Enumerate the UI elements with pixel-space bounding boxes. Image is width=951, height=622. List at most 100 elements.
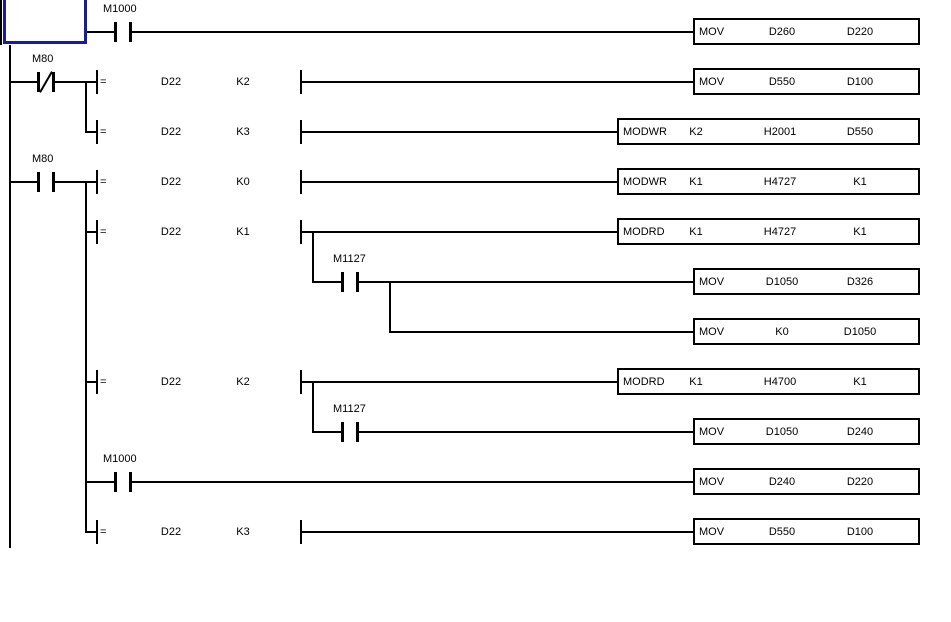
wire bbox=[85, 131, 97, 133]
compare-contact[interactable]: = D22 K3 bbox=[96, 520, 304, 544]
instruction-box-mov[interactable]: MOV D1050 D326 bbox=[693, 268, 920, 295]
instruction-name: MOV bbox=[699, 275, 725, 288]
wire bbox=[86, 481, 114, 483]
wire bbox=[389, 331, 693, 333]
instruction-box-mov[interactable]: MOV D550 D100 bbox=[693, 518, 920, 545]
wire bbox=[302, 531, 693, 533]
compare-operator: = bbox=[100, 76, 107, 88]
operand: K1 bbox=[689, 225, 703, 238]
compare-operand2: K2 bbox=[236, 376, 250, 388]
instruction-box-mov[interactable]: MOV D260 D220 bbox=[693, 18, 920, 45]
branch-wire bbox=[389, 281, 391, 333]
operand: D1050 bbox=[843, 325, 877, 338]
wire bbox=[302, 231, 617, 233]
contact-bar bbox=[129, 472, 132, 492]
compare-tick bbox=[96, 220, 98, 244]
instruction-name: MOV bbox=[699, 325, 725, 338]
contact-label: M80 bbox=[32, 53, 54, 65]
wire bbox=[85, 381, 97, 383]
wire bbox=[131, 481, 693, 483]
contact-bar bbox=[114, 472, 117, 492]
branch-wire bbox=[85, 181, 87, 533]
operand: D326 bbox=[846, 275, 874, 288]
instruction-box-mov[interactable]: MOV D1050 D240 bbox=[693, 418, 920, 445]
no-contact-m1000[interactable] bbox=[114, 22, 132, 42]
instruction-box-mov[interactable]: MOV D240 D220 bbox=[693, 468, 920, 495]
operand: D100 bbox=[846, 75, 874, 88]
operand: D220 bbox=[846, 475, 874, 488]
instruction-box-mov[interactable]: MOV K0 D1050 bbox=[693, 318, 920, 345]
contact-label: M80 bbox=[32, 153, 54, 165]
operand: D550 bbox=[846, 125, 874, 138]
compare-operand2: K1 bbox=[236, 226, 250, 238]
compare-tick bbox=[300, 370, 302, 394]
compare-operand1: D22 bbox=[160, 526, 182, 538]
operand: H2001 bbox=[763, 125, 797, 138]
contact-bar bbox=[37, 172, 40, 192]
compare-tick bbox=[96, 370, 98, 394]
operand: K1 bbox=[689, 175, 703, 188]
operand: D240 bbox=[846, 425, 874, 438]
contact-bar bbox=[356, 422, 359, 442]
contact-label: M1127 bbox=[333, 253, 366, 265]
compare-contact[interactable]: = D22 K3 bbox=[96, 120, 304, 144]
instruction-name: MODWR bbox=[623, 125, 667, 138]
no-contact-m1127[interactable] bbox=[341, 272, 359, 292]
compare-operand1: D22 bbox=[160, 176, 182, 188]
operand: K1 bbox=[853, 175, 867, 188]
compare-tick bbox=[96, 170, 98, 194]
wire bbox=[302, 381, 617, 383]
compare-tick bbox=[300, 220, 302, 244]
operand: K0 bbox=[775, 325, 789, 338]
contact-bar bbox=[129, 22, 132, 42]
operand: K1 bbox=[853, 225, 867, 238]
selection-cursor[interactable] bbox=[3, 0, 87, 44]
no-contact-m1127[interactable] bbox=[341, 422, 359, 442]
branch-wire bbox=[85, 81, 87, 133]
compare-tick bbox=[96, 120, 98, 144]
compare-operand1: D22 bbox=[160, 226, 182, 238]
compare-contact[interactable]: = D22 K1 bbox=[96, 220, 304, 244]
operand: D240 bbox=[768, 475, 796, 488]
contact-label: M1000 bbox=[103, 453, 137, 465]
compare-contact[interactable]: = D22 K2 bbox=[96, 70, 304, 94]
instruction-box-modwr[interactable]: MODWR K2 H2001 D550 bbox=[617, 118, 920, 145]
instruction-name: MODRD bbox=[623, 225, 665, 238]
instruction-name: MOV bbox=[699, 525, 725, 538]
compare-operand2: K3 bbox=[236, 126, 250, 138]
compare-contact[interactable]: = D22 K0 bbox=[96, 170, 304, 194]
instruction-name: MOV bbox=[699, 475, 725, 488]
contact-bar bbox=[52, 172, 55, 192]
no-contact-m1000[interactable] bbox=[114, 472, 132, 492]
no-contact-m80[interactable] bbox=[37, 172, 55, 192]
operand: K1 bbox=[853, 375, 867, 388]
wire bbox=[302, 81, 693, 83]
nc-contact-m80[interactable] bbox=[37, 71, 55, 93]
operand: D220 bbox=[846, 25, 874, 38]
compare-operator: = bbox=[100, 126, 107, 138]
contact-bar bbox=[356, 272, 359, 292]
operand: D550 bbox=[768, 525, 796, 538]
instruction-name: MOV bbox=[699, 425, 725, 438]
nc-slash bbox=[39, 71, 53, 93]
instruction-name: MOV bbox=[699, 75, 725, 88]
instruction-name: MOV bbox=[699, 25, 725, 38]
compare-tick bbox=[300, 170, 302, 194]
instruction-box-modrd[interactable]: MODRD K1 H4727 K1 bbox=[617, 218, 920, 245]
compare-operand1: D22 bbox=[160, 376, 182, 388]
branch-wire bbox=[312, 231, 314, 283]
instruction-box-mov[interactable]: MOV D550 D100 bbox=[693, 68, 920, 95]
compare-operand1: D22 bbox=[160, 126, 182, 138]
wire bbox=[11, 181, 38, 183]
instruction-box-modrd[interactable]: MODRD K1 H4700 K1 bbox=[617, 368, 920, 395]
wire bbox=[54, 81, 96, 83]
operand: D550 bbox=[768, 75, 796, 88]
left-power-rail-top bbox=[0, 0, 2, 45]
compare-tick bbox=[96, 520, 98, 544]
instruction-box-modwr[interactable]: MODWR K1 H4727 K1 bbox=[617, 168, 920, 195]
operand: D1050 bbox=[765, 425, 799, 438]
operand: H4727 bbox=[763, 175, 797, 188]
operand: D100 bbox=[846, 525, 874, 538]
contact-bar bbox=[341, 422, 344, 442]
compare-contact[interactable]: = D22 K2 bbox=[96, 370, 304, 394]
